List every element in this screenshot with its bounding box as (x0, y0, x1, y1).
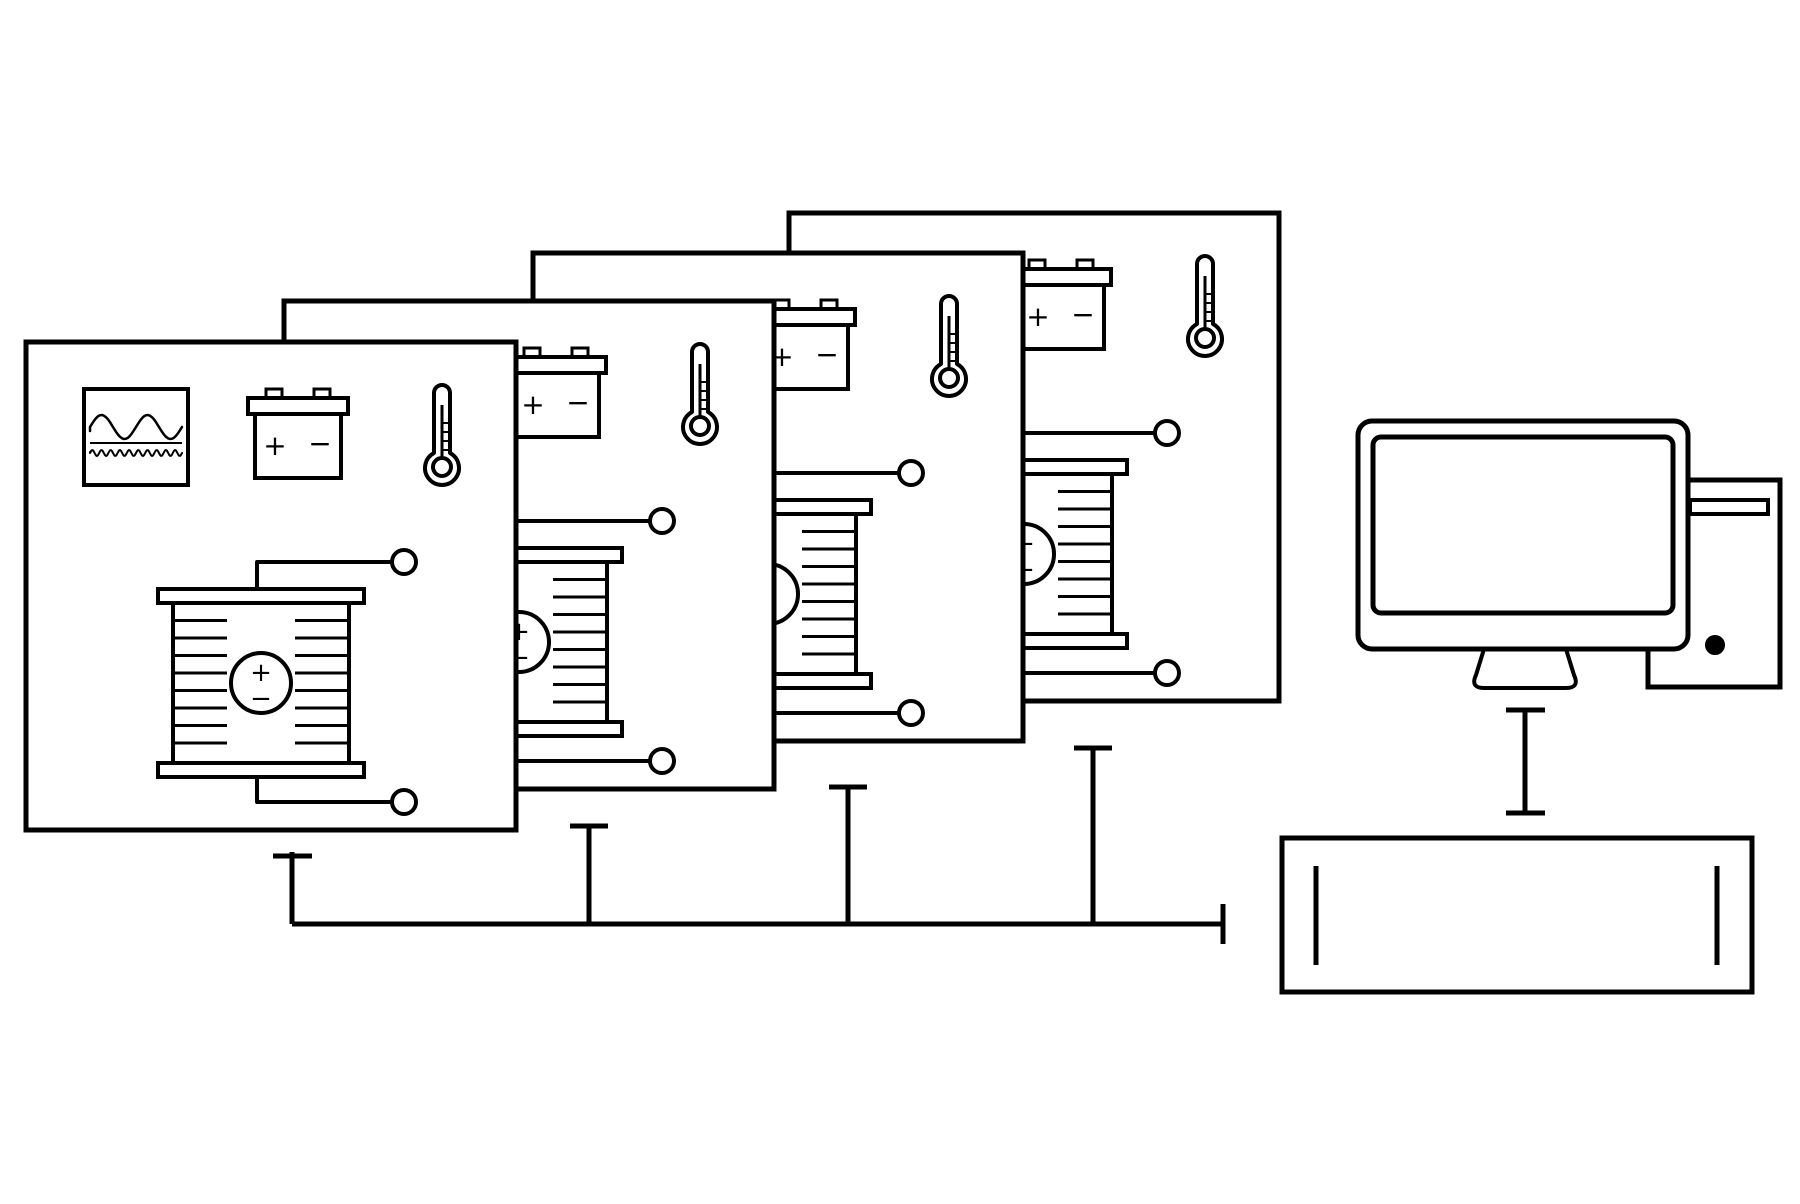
thermometer-icon (1186, 254, 1224, 358)
bus-drop (829, 784, 867, 924)
thermometer-icon (423, 383, 461, 487)
thermometer-icon (681, 342, 719, 446)
battery-icon: +− (246, 387, 350, 480)
battery-plus-label: + (263, 429, 286, 462)
tower-drive-slot (1688, 498, 1770, 516)
battery-cap (246, 396, 350, 416)
cell-plus-label: + (250, 658, 272, 688)
battery-plus-label: + (1026, 300, 1049, 333)
battery-cap (1009, 267, 1113, 287)
cell-minus-label: − (250, 684, 272, 714)
computer-workstation (1355, 418, 1783, 816)
cell-top-plate (156, 587, 366, 605)
oscilloscope-icon (82, 387, 190, 487)
battery-minus-label: − (815, 338, 838, 371)
bus-drop (1074, 745, 1112, 924)
bus-connection (273, 745, 1226, 944)
battery-plus-label: + (521, 388, 544, 421)
cell-bottom-plate (156, 761, 366, 779)
battery-icon: +− (1009, 258, 1113, 351)
cell-tab-top-terminal (648, 507, 676, 535)
bus-drop (570, 823, 608, 924)
oscilloscope-frame (82, 387, 190, 487)
thermometer-bulb (689, 415, 711, 437)
oscilloscope-noise-trace (89, 449, 183, 457)
battery-cap (504, 355, 608, 375)
tower-power-button (1705, 635, 1725, 655)
cell-tab-bottom-terminal (390, 788, 418, 816)
cell-stack-icon: +− (156, 548, 418, 816)
monitor-icon (1355, 418, 1691, 690)
battery-minus-label: − (308, 427, 331, 460)
battery-minus-label: − (566, 386, 589, 419)
thermometer-bulb (938, 367, 960, 389)
thermometer-bulb (1194, 327, 1216, 349)
cell-tab-bottom-terminal (1153, 659, 1181, 687)
cell-tab-top-terminal (1153, 419, 1181, 447)
cell-tab-top-terminal (390, 548, 418, 576)
computer-controller-link (1506, 707, 1545, 816)
cell-tab-bottom-terminal (648, 747, 676, 775)
test-panel: +−+− (23, 339, 519, 833)
battery-icon: +− (504, 346, 608, 439)
controller-box-icon (1279, 835, 1755, 995)
cell-tab-top-terminal (897, 459, 925, 487)
cell-tab-bottom-terminal (897, 699, 925, 727)
cell-tab-top (255, 548, 418, 591)
battery-icon: +− (753, 298, 857, 391)
monitor-stand (1472, 647, 1578, 690)
battery-body (253, 412, 343, 480)
thermometer-bulb (431, 456, 453, 478)
battery-minus-label: − (1071, 298, 1094, 331)
cell-tab-bottom (255, 775, 418, 816)
battery-body (511, 371, 601, 439)
oscilloscope-wave (88, 413, 184, 441)
controller-case (1279, 835, 1755, 995)
monitor-screen (1370, 434, 1676, 616)
thermometer-icon (930, 294, 968, 398)
cell-terminal-symbol (229, 651, 293, 715)
